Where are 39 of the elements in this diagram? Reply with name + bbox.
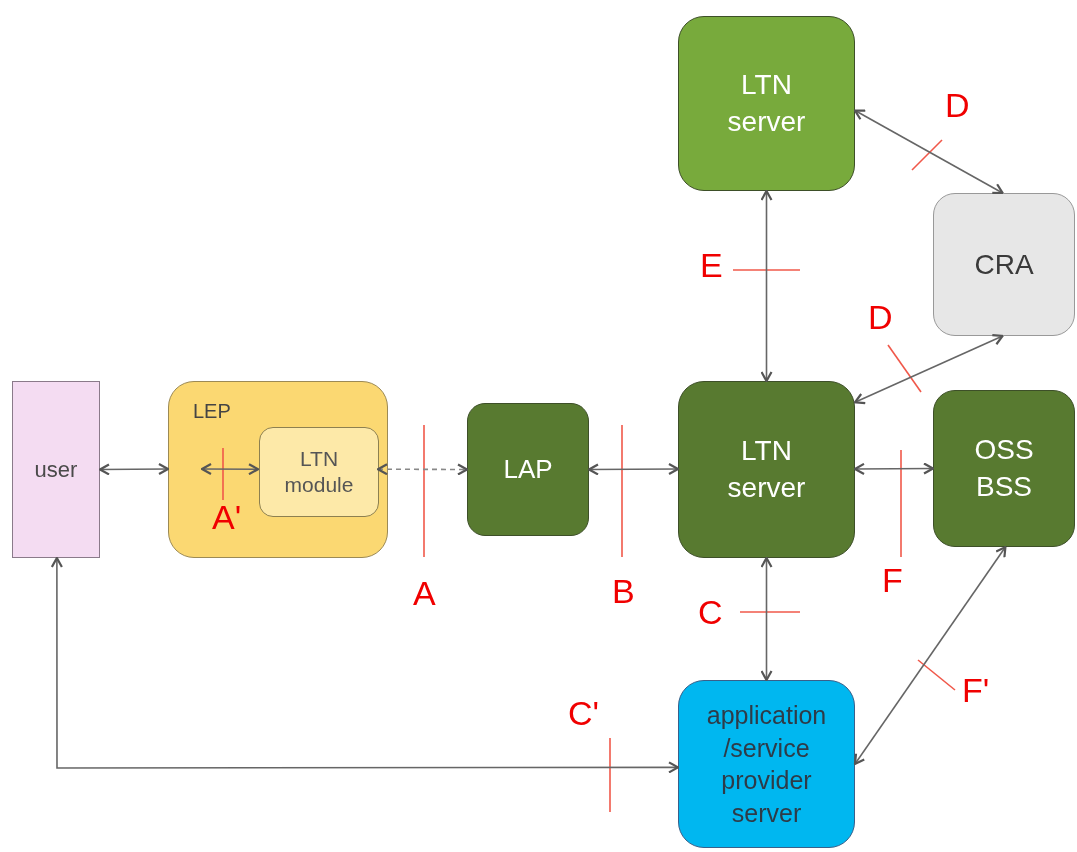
arrow xyxy=(587,462,680,476)
process-box xyxy=(678,381,855,558)
interface-label: A' xyxy=(212,500,242,534)
interface-label: F xyxy=(882,563,903,597)
interface-label: C xyxy=(698,595,723,629)
arrow xyxy=(200,462,260,476)
process-box xyxy=(259,427,379,517)
node-label: LTN server xyxy=(726,68,807,139)
arrow xyxy=(760,189,773,383)
process-box xyxy=(168,381,388,558)
arrow xyxy=(853,545,1007,766)
process-box xyxy=(12,381,100,558)
interface-label: B xyxy=(612,574,635,608)
node-label: LEP xyxy=(193,399,231,424)
process-box xyxy=(933,193,1075,336)
node-label: OSS BSS xyxy=(973,433,1035,504)
node-label: user xyxy=(34,456,78,484)
node-label: LTN module xyxy=(283,445,355,498)
arrow xyxy=(853,109,1004,195)
arrow xyxy=(853,334,1004,405)
node-label: LAP xyxy=(503,453,553,486)
node-label: CRA xyxy=(974,247,1034,282)
process-box xyxy=(467,403,589,536)
node-label: application /service provider server xyxy=(705,700,828,829)
interface-label: C' xyxy=(568,696,600,730)
arrow xyxy=(98,462,170,476)
interface-label: A xyxy=(413,576,436,610)
arrow xyxy=(760,556,773,682)
node-label: LTN server xyxy=(726,434,807,505)
interface-label: D xyxy=(868,300,893,334)
process-box xyxy=(933,390,1075,547)
interface-label: F' xyxy=(962,673,990,707)
interface-label: D xyxy=(945,88,970,122)
arrow xyxy=(50,556,680,774)
process-box xyxy=(678,680,855,848)
arrow xyxy=(853,462,935,475)
interface-label: E xyxy=(700,248,723,282)
arrow xyxy=(376,463,469,476)
process-box xyxy=(678,16,855,191)
